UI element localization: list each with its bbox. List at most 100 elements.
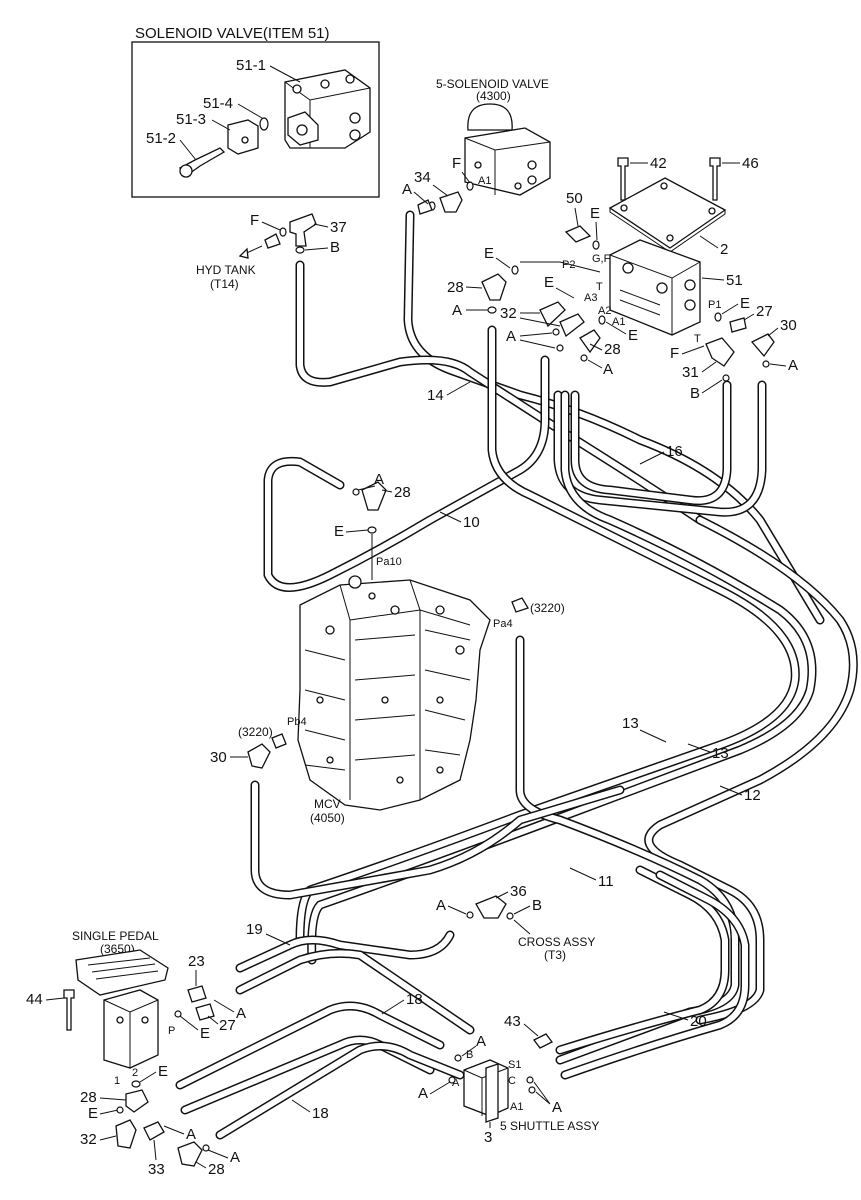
- fitting-32a: [539, 301, 566, 328]
- callout-13a: 13: [622, 715, 639, 732]
- callout-27b: 27: [219, 1017, 236, 1034]
- callout-31: 31: [682, 364, 699, 381]
- callout-F-37: F: [250, 212, 259, 229]
- bolt-42: [617, 157, 629, 201]
- callout-A-28b: A: [603, 361, 613, 378]
- callout-51-1: 51-1: [236, 57, 266, 74]
- callout-E-A3: E: [544, 274, 554, 291]
- fitting-43: [533, 1033, 553, 1049]
- callout-E-A1: E: [628, 327, 638, 344]
- callout-10: 10: [463, 514, 480, 531]
- callout-A-34: A: [402, 181, 412, 198]
- mcv-name: MCV: [314, 797, 341, 811]
- callout-30a: 30: [780, 317, 797, 334]
- port-A1-solenoid: A1: [478, 175, 491, 187]
- valve-51-ports: E P2 E A3 T A2 A1 E P1 E T 28 A 32 A: [447, 245, 798, 402]
- callout-20: 20: [690, 1013, 707, 1030]
- callout-B-36: B: [532, 897, 542, 914]
- callout-12: 12: [744, 787, 761, 804]
- callout-E-50: E: [590, 205, 600, 222]
- port-B-shuttle: B: [466, 1049, 473, 1061]
- callout-51: 51: [726, 272, 743, 289]
- fitting-30a: [750, 333, 775, 358]
- port-T-bottom: T: [694, 333, 701, 345]
- callout-19: 19: [246, 921, 263, 938]
- port-1: 1: [114, 1075, 120, 1087]
- shuttle-name: 5 SHUTTLE ASSY: [500, 1119, 599, 1133]
- fitting-27a: [729, 317, 747, 333]
- callout-28e: 28: [208, 1161, 225, 1178]
- callout-51-3: 51-3: [176, 111, 206, 128]
- port-T-top: T: [596, 281, 603, 293]
- mcv-block: MCV (4050) Pa10 Pa4 Pb4: [287, 556, 513, 825]
- hose-group: [175, 210, 858, 1140]
- hose-19b: [235, 948, 475, 1035]
- callout-50: 50: [566, 190, 583, 207]
- port-A2: A2: [598, 305, 611, 317]
- callout-A-28e: A: [230, 1149, 240, 1166]
- callout-13b: 13: [712, 745, 729, 762]
- callout-A-33: A: [186, 1126, 196, 1143]
- callout-F-31: F: [670, 345, 679, 362]
- ref-3220: (3220) (3220) 30: [210, 597, 565, 769]
- callout-14: 14: [427, 387, 444, 404]
- callout-E-P2: E: [484, 245, 494, 262]
- pedal-lower-fittings: E 28 E 32 33 A 28 A: [80, 1063, 240, 1178]
- bolt-44: [63, 989, 75, 1031]
- solenoid5-ref: (4300): [476, 89, 511, 103]
- port-A1-shuttle: A1: [510, 1101, 523, 1113]
- callout-34: 34: [414, 169, 431, 186]
- callout-33: 33: [148, 1161, 165, 1178]
- inset-title: SOLENOID VALVE(ITEM 51): [135, 25, 330, 42]
- callout-37: 37: [330, 219, 347, 236]
- pedal-body: [103, 989, 159, 1069]
- fitting-33: [143, 1121, 165, 1141]
- cross-assy-group: A 36 B CROSS ASSY (T3): [436, 883, 595, 962]
- callout-30b: 30: [210, 749, 227, 766]
- callout-43: 43: [504, 1013, 521, 1030]
- callout-27a: 27: [756, 303, 773, 320]
- single-pedal-name: SINGLE PEDAL: [72, 929, 159, 943]
- callout-23: 23: [188, 953, 205, 970]
- port-P1: P1: [708, 299, 721, 311]
- fitting-34: [439, 191, 463, 213]
- inset-solenoid-valve: SOLENOID VALVE(ITEM 51) 51-1 51-4 51-3 5…: [131, 25, 380, 198]
- hose-labels-mid: 13 13 12 11: [569, 715, 761, 890]
- callout-28c: 28: [394, 484, 411, 501]
- bracket-3: [485, 1063, 499, 1123]
- callout-18a: 18: [406, 991, 423, 1008]
- ref-3220-right: (3220): [530, 601, 565, 615]
- callout-18b: 18: [312, 1105, 329, 1122]
- fitting-30b: [247, 743, 271, 769]
- ref-3220-left: (3220): [238, 725, 273, 739]
- fitting-36: [475, 895, 507, 919]
- fitting-31: [705, 337, 735, 367]
- solenoid5-name: 5-SOLENOID VALVE: [436, 77, 549, 91]
- callout-44: 44: [26, 991, 43, 1008]
- callout-3: 3: [484, 1129, 492, 1146]
- shuttle-assy-group: 3 5 SHUTTLE ASSY S1 C A1 B A 43 A A A: [418, 1013, 599, 1146]
- fittings-23-27: 23 27 A E: [174, 953, 246, 1042]
- callout-B-31: B: [690, 385, 700, 402]
- fitting-50: [564, 225, 592, 243]
- callout-A-a: A: [418, 1085, 428, 1102]
- inset-oring-51-4: [259, 117, 269, 131]
- fitting-28c: [361, 481, 387, 511]
- callout-E-P1: E: [740, 295, 750, 312]
- single-pedal-group: SINGLE PEDAL (3650) 44 P 1 2: [26, 929, 175, 1087]
- fitting-28c-group: A 28 E: [334, 471, 411, 580]
- fitting-34-group: 34 F A A1: [402, 155, 491, 215]
- bolt-46: [709, 157, 721, 201]
- callout-2: 2: [720, 241, 728, 258]
- fitting-32a-b: [559, 313, 585, 338]
- hose-labels-upper: 14 16 10: [427, 381, 683, 531]
- port-Pb4: Pb4: [287, 716, 307, 728]
- callout-28a: 28: [447, 279, 464, 296]
- callout-11: 11: [598, 873, 614, 890]
- callout-32b: 32: [80, 1131, 97, 1148]
- fitting-23: [187, 985, 207, 1003]
- callout-E-pedal: E: [158, 1063, 168, 1080]
- callout-E-27b: E: [200, 1025, 210, 1042]
- port-A3: A3: [584, 292, 597, 304]
